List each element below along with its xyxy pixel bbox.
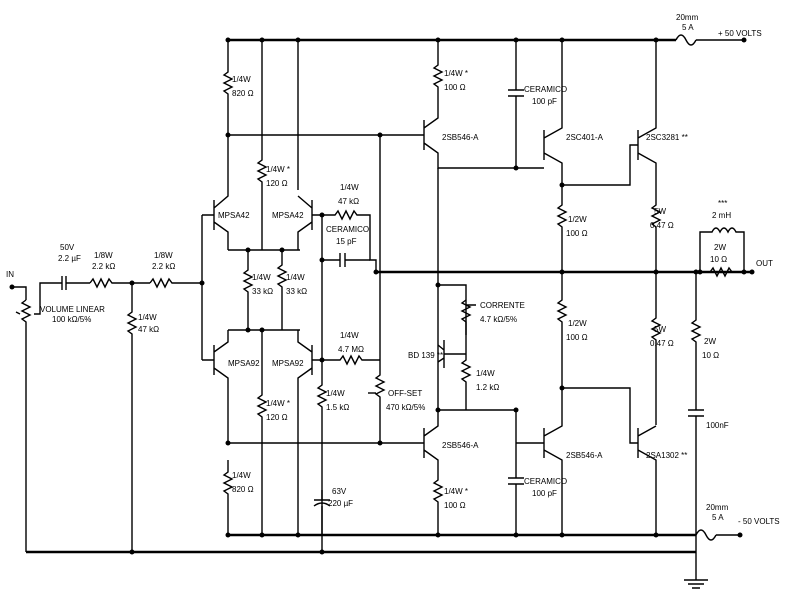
label-in: IN (6, 270, 14, 279)
label-r120-top-1: 1/4W * (266, 165, 290, 174)
label-qout-bot: 2SA1302 ** (646, 451, 687, 460)
label-remit-top-2: 0.47 Ω (650, 221, 674, 230)
label-rzobel-1: 2W (704, 337, 716, 346)
label-r12k-1: 1/4W (476, 369, 495, 378)
label-r820-top-1: 1/4W (232, 75, 251, 84)
label-c220-1: 63V (332, 487, 347, 496)
output-stage (516, 37, 747, 538)
label-cbot-1: CERAMICO (524, 477, 567, 486)
label-c220-2: 220 µF (328, 499, 353, 508)
label-fuse-bot-1: 20mm (706, 503, 729, 512)
label-q1: MPSA42 (218, 211, 250, 220)
label-q2: MPSA42 (272, 211, 304, 220)
label-inductor-2: 2 mH (712, 211, 731, 220)
label-ctop-1: CERAMICO (524, 85, 567, 94)
label-rbias-1: 1/4W (138, 313, 157, 322)
label-rzobel-2: 10 Ω (702, 351, 719, 360)
label-neg-supply: - 50 VOLTS (738, 517, 780, 526)
label-rfb-2: 47 kΩ (338, 197, 359, 206)
label-q4: MPSA92 (272, 359, 304, 368)
label-r12k-2: 1.2 kΩ (476, 383, 499, 392)
left-column (202, 37, 382, 538)
label-rdrv-bot-2: 100 Ω (566, 333, 588, 342)
label-rbias-2: 47 kΩ (138, 325, 159, 334)
label-volume-2: 100 kΩ/5% (52, 315, 91, 324)
label-r120-top-2: 120 Ω (266, 179, 288, 188)
label-rout-1: 2W (714, 243, 726, 252)
label-rout-2: 10 Ω (710, 255, 727, 264)
labels: IN OUT + 50 VOLTS - 50 VOLTS 20mm 5 A 20… (6, 13, 780, 526)
label-r33b-1: 1/4W (286, 273, 305, 282)
label-r33a-2: 33 kΩ (252, 287, 273, 296)
label-rvas-bot-2: 100 Ω (444, 501, 466, 510)
label-offset-2: 470 kΩ/5% (386, 403, 425, 412)
label-r47m-1: 1/4W (340, 331, 359, 340)
label-rdrv-top-1: 1/2W (568, 215, 587, 224)
label-rin1-2: 2.2 kΩ (92, 262, 115, 271)
label-r820-bot-1: 1/4W (232, 471, 251, 480)
label-qout-top: 2SC3281 ** (646, 133, 688, 142)
label-r820-top-2: 820 Ω (232, 89, 254, 98)
label-qdrv-bot: 2SB546-A (566, 451, 603, 460)
label-inductor-1: *** (718, 199, 727, 208)
label-r33a-1: 1/4W (252, 273, 271, 282)
label-out: OUT (756, 259, 773, 268)
label-rin2-2: 2.2 kΩ (152, 262, 175, 271)
label-volume-1: VOLUME LINEAR (40, 305, 105, 314)
label-r820-bot-2: 820 Ω (232, 485, 254, 494)
label-rdrv-bot-1: 1/2W (568, 319, 587, 328)
label-rin2-1: 1/8W (154, 251, 173, 260)
label-ctop-2: 100 pF (532, 97, 557, 106)
label-fuse-bot-2: 5 A (712, 513, 724, 522)
label-remit-bot-2: 0.47 Ω (650, 339, 674, 348)
label-pos-supply: + 50 VOLTS (718, 29, 762, 38)
vas-section (382, 37, 524, 538)
label-r33b-2: 33 kΩ (286, 287, 307, 296)
label-corrente-1: CORRENTE (480, 301, 525, 310)
label-czobel: 100nF (706, 421, 729, 430)
input-section (9, 215, 205, 555)
label-cin-2: 2.2 µF (58, 254, 81, 263)
label-cin-1: 50V (60, 243, 75, 252)
label-rvas-top-2: 100 Ω (444, 83, 466, 92)
label-offset-1: OFF-SET (388, 389, 422, 398)
label-rdrv-top-2: 100 Ω (566, 229, 588, 238)
label-r15k-1: 1/4W (326, 389, 345, 398)
positive-rail (228, 34, 747, 46)
label-rvas-top-1: 1/4W * (444, 69, 468, 78)
label-remit-top-1: 5W (654, 207, 666, 216)
label-cfb-2: 15 pF (336, 237, 357, 246)
ground-bus (26, 535, 708, 589)
feedback-section (313, 132, 386, 555)
negative-rail (228, 529, 743, 541)
label-q5: 2SB546-A (442, 133, 479, 142)
label-cbot-2: 100 pF (532, 489, 557, 498)
label-rvas-bot-1: 1/4W * (444, 487, 468, 496)
label-q6: 2SB546-A (442, 441, 479, 450)
label-fuse-top-1: 20mm (676, 13, 699, 22)
label-r47m-2: 4.7 MΩ (338, 345, 364, 354)
label-qbias: BD 139 ** (408, 351, 443, 360)
label-corrente-2: 4.7 kΩ/5% (480, 315, 517, 324)
label-rfb-1: 1/4W (340, 183, 359, 192)
label-rin1-1: 1/8W (94, 251, 113, 260)
label-fuse-top-2: 5 A (682, 23, 694, 32)
label-r15k-2: 1.5 kΩ (326, 403, 349, 412)
label-qdrv-top: 2SC401-A (566, 133, 604, 142)
label-r120-bot-2: 120 Ω (266, 413, 288, 422)
label-q3: MPSA92 (228, 359, 260, 368)
label-cfb-1: CERAMICO (326, 225, 369, 234)
label-remit-bot-1: 5W (654, 325, 666, 334)
label-r120-bot-1: 1/4W * (266, 399, 290, 408)
